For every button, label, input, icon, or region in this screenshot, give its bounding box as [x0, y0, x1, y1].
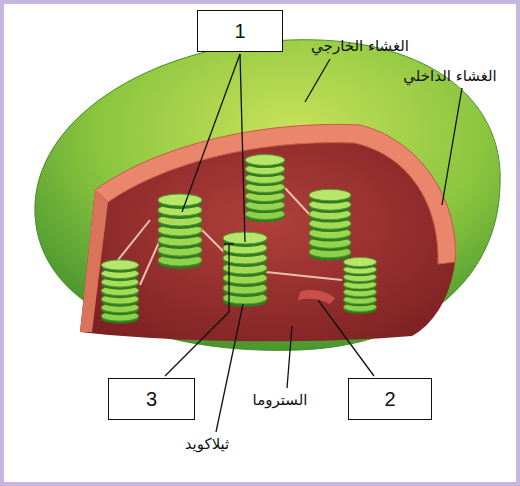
inner-membrane	[95, 124, 455, 264]
lamella-piece	[298, 290, 335, 304]
callout-number: 1	[234, 21, 245, 41]
granum	[344, 258, 377, 314]
part-label: الستروما	[251, 391, 310, 409]
callout-box: 1	[197, 10, 283, 52]
granum	[245, 155, 285, 223]
granum	[158, 194, 202, 269]
callout-number: 2	[384, 389, 395, 409]
stroma-region	[80, 124, 455, 341]
callout-number: 3	[146, 389, 157, 409]
leader-lines	[165, 54, 462, 432]
callout-box: 2	[348, 378, 432, 420]
part-label: ثيلاكويد	[183, 435, 232, 453]
granum	[101, 260, 138, 324]
callout-box: 3	[108, 378, 195, 420]
outer-membrane	[35, 40, 500, 351]
granum	[309, 189, 351, 260]
part-label: الغشاء الخارجي	[309, 37, 411, 55]
part-label: الغشاء الداخلي	[401, 67, 498, 85]
